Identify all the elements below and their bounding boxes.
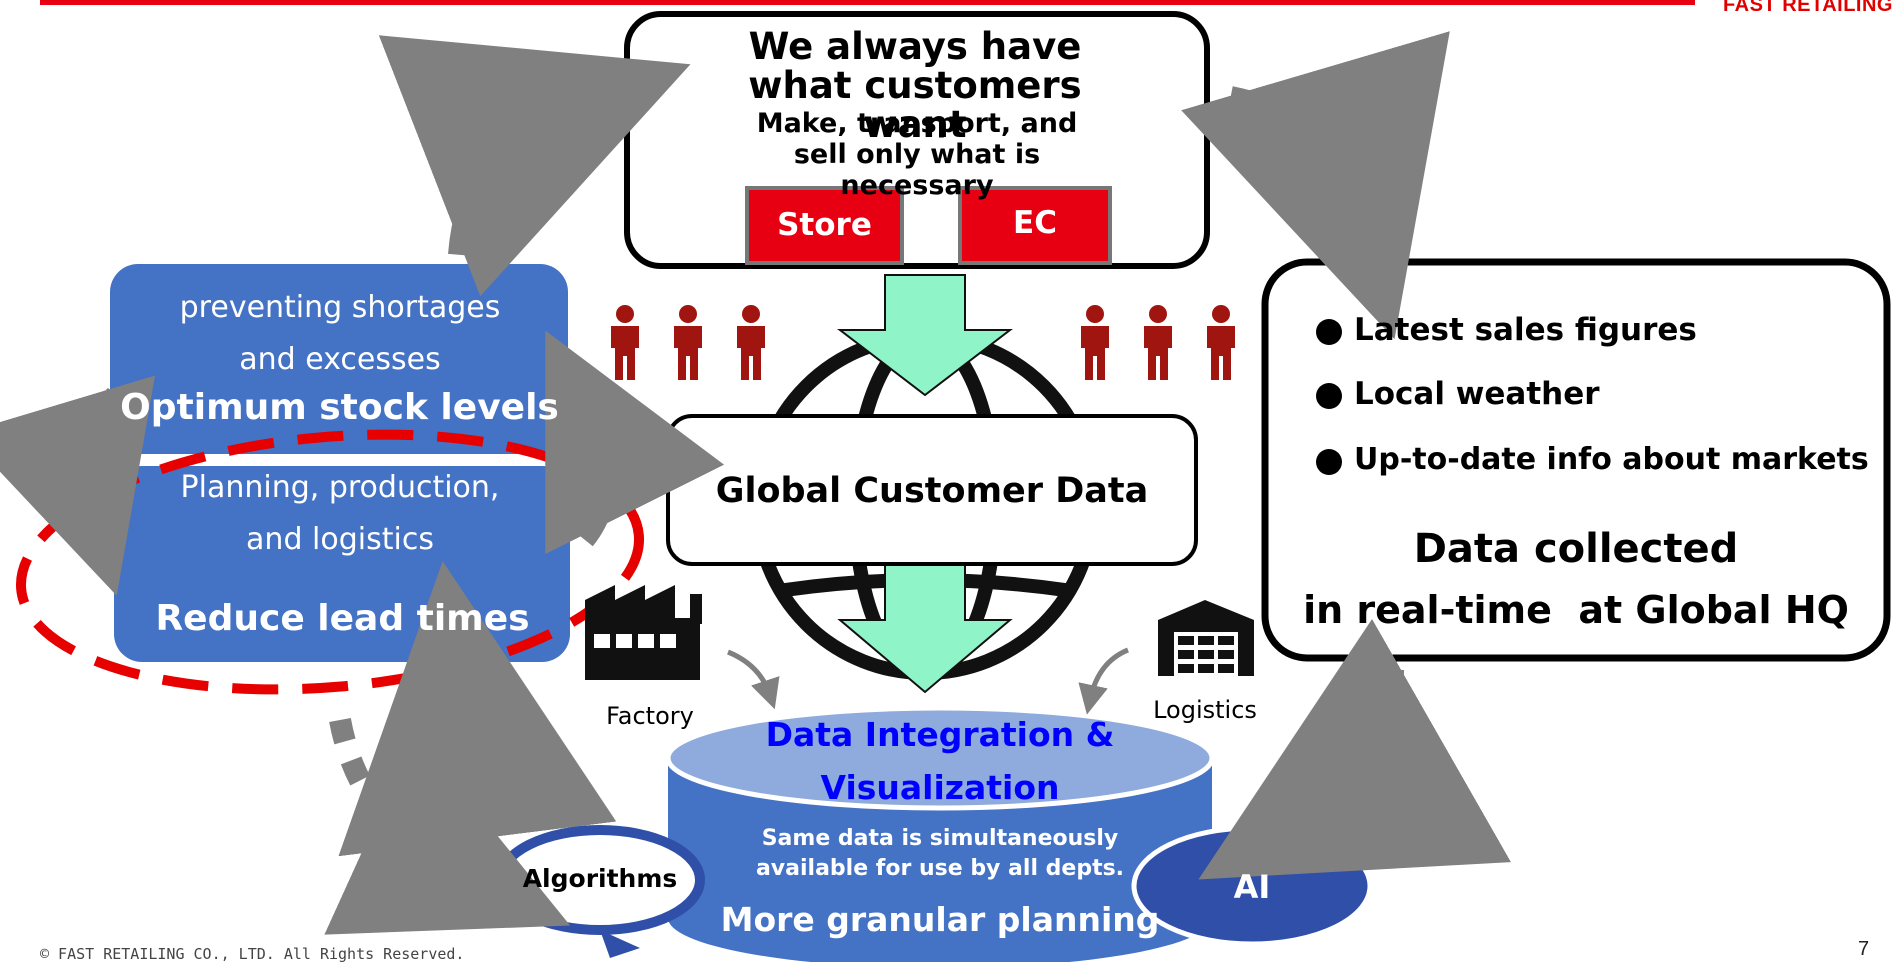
right-heading-line1: Data collected [1413,526,1739,572]
right-bullet-3: Up-to-date info about markets [1354,442,1869,477]
cycle-arrow-left-down [0,375,156,596]
cycle-arrow-bottom-left [338,561,617,857]
optimum-stock-line2: and excesses [239,342,441,377]
real-time-data-box [1261,258,1891,662]
copyright: © FAST RETAILING CO., LTD. All Rights Re… [40,945,465,963]
cylinder-heading: More granular planning [720,900,1160,939]
ec-label: EC [1013,205,1057,241]
cylinder-body-line1: Same data is simultaneously [761,826,1119,851]
logistics-arrow [1078,647,1129,715]
cycle-arrow-top-left [378,35,691,297]
algorithms-loop-arrow-icon [600,930,640,958]
cylinder-title-line1: Data Integration & [765,715,1115,754]
algorithms-label: Algorithms [522,864,678,893]
cycle-arrow-left-up [545,330,725,555]
cycle-arrow-top-right [1181,31,1450,340]
optimum-stock-heading: Optimum stock levels [120,387,559,428]
top-box-subtitle: Make, transport, and sell only what is n… [756,108,1078,202]
right-bullet-1: Latest sales figures [1354,312,1697,348]
brand-logo: FAST RETAILING [1723,0,1893,16]
bullet-dot [1316,319,1342,345]
customers-left-icon [611,305,765,380]
dotted-arrow-to-algorithms [324,717,571,935]
lead-time-line2: and logistics [246,522,434,557]
ai-label: AI [1233,868,1271,906]
factory-arrow [727,649,780,710]
store-button[interactable] [745,186,904,265]
lead-time-heading: Reduce lead times [155,598,530,639]
data-integration-cylinder [665,705,1215,962]
warehouse-icon [1158,600,1254,676]
header-rule [40,0,1695,5]
right-bullet-2: Local weather [1354,376,1600,412]
customers-right-icon [1081,305,1235,380]
lead-time-line1: Planning, production, [180,470,500,505]
cylinder-body-line2: available for use by all depts. [755,856,1125,881]
factory-icon [585,585,702,680]
mint-arrow-down-bottom [837,564,1013,694]
ec-button[interactable] [958,186,1112,265]
store-label: Store [777,207,872,243]
factory-label: Factory [606,702,694,730]
mint-arrow-down-top [837,274,1013,397]
right-heading-line2: in real-time at Global HQ [1303,588,1849,632]
bullet-dot [1316,383,1342,409]
top-box-title: We always have what customers want [748,25,1082,146]
logistics-label: Logistics [1153,696,1257,724]
cycle-arrow-right-down [1198,618,1512,880]
bullet-dot [1316,449,1342,475]
optimum-stock-line1: preventing shortages [179,290,501,325]
page-number: 7 [1858,938,1870,960]
optimum-stock-box [110,264,568,454]
cylinder-title-line2: Visualization [820,768,1060,807]
global-customer-data-label: Global Customer Data [715,471,1149,511]
